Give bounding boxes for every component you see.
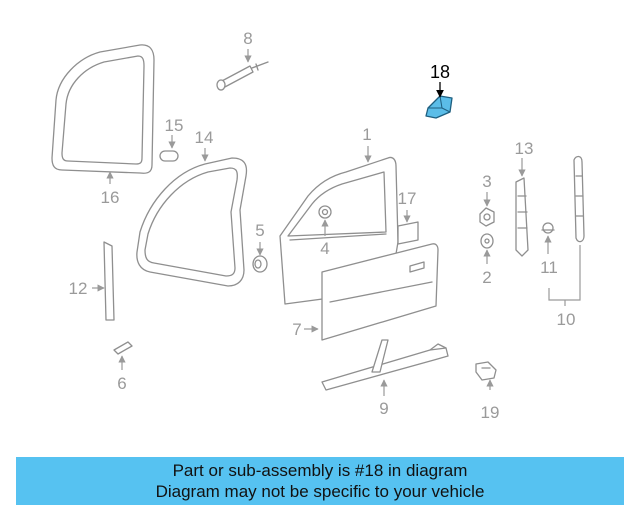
- callout-16: 16: [101, 188, 120, 207]
- part-14-door-weatherstrip[interactable]: [136, 157, 248, 287]
- callout-4: 4: [320, 239, 329, 258]
- callout-18: 18: [430, 62, 450, 82]
- part-7-outer-panel[interactable]: [321, 243, 439, 341]
- callout-6: 6: [117, 374, 126, 393]
- part-5-grommet[interactable]: [252, 255, 268, 273]
- callout-8: 8: [243, 29, 252, 48]
- part-2-washer[interactable]: [480, 233, 494, 249]
- part-8-rod[interactable]: [216, 61, 269, 91]
- callout-12: 12: [69, 279, 88, 298]
- callout-14: 14: [195, 128, 214, 147]
- callout-13: 13: [515, 139, 534, 158]
- parts-diagram: 16 8 18 15 14 12 6 5: [51, 29, 585, 422]
- callout-1: 1: [362, 125, 371, 144]
- part-3-nut[interactable]: [479, 207, 495, 227]
- callout-5: 5: [255, 221, 264, 240]
- part-19-bracket[interactable]: [475, 361, 497, 381]
- part-4-bolt[interactable]: [318, 205, 332, 219]
- info-banner: Part or sub-assembly is #18 in diagram D…: [16, 457, 624, 505]
- callout-11: 11: [540, 258, 558, 277]
- part-6-clip[interactable]: [113, 341, 133, 355]
- callout-17: 17: [398, 189, 417, 208]
- callout-7: 7: [292, 320, 301, 339]
- part-18-bracket-highlighted[interactable]: [425, 95, 453, 119]
- part-13-seal-strip[interactable]: [515, 177, 529, 257]
- part-16-window-weatherstrip[interactable]: [51, 44, 155, 174]
- part-12-pillar-trim[interactable]: [103, 241, 115, 321]
- callout-19: 19: [481, 403, 500, 422]
- part-9-sill-trim[interactable]: [321, 339, 449, 391]
- callout-3: 3: [482, 172, 491, 191]
- banner-line-disclaimer: Diagram may not be specific to your vehi…: [155, 482, 485, 501]
- callout-15: 15: [165, 116, 184, 135]
- part-15-plug[interactable]: [159, 150, 179, 162]
- callout-10: 10: [557, 310, 576, 329]
- callout-2: 2: [482, 268, 491, 287]
- callout-9: 9: [379, 399, 388, 418]
- part-10-vertical-weatherstrip[interactable]: [573, 155, 585, 243]
- banner-line-part-info: Part or sub-assembly is #18 in diagram: [172, 461, 468, 480]
- part-11-clip[interactable]: [541, 222, 555, 234]
- part-17-pad[interactable]: [397, 221, 419, 245]
